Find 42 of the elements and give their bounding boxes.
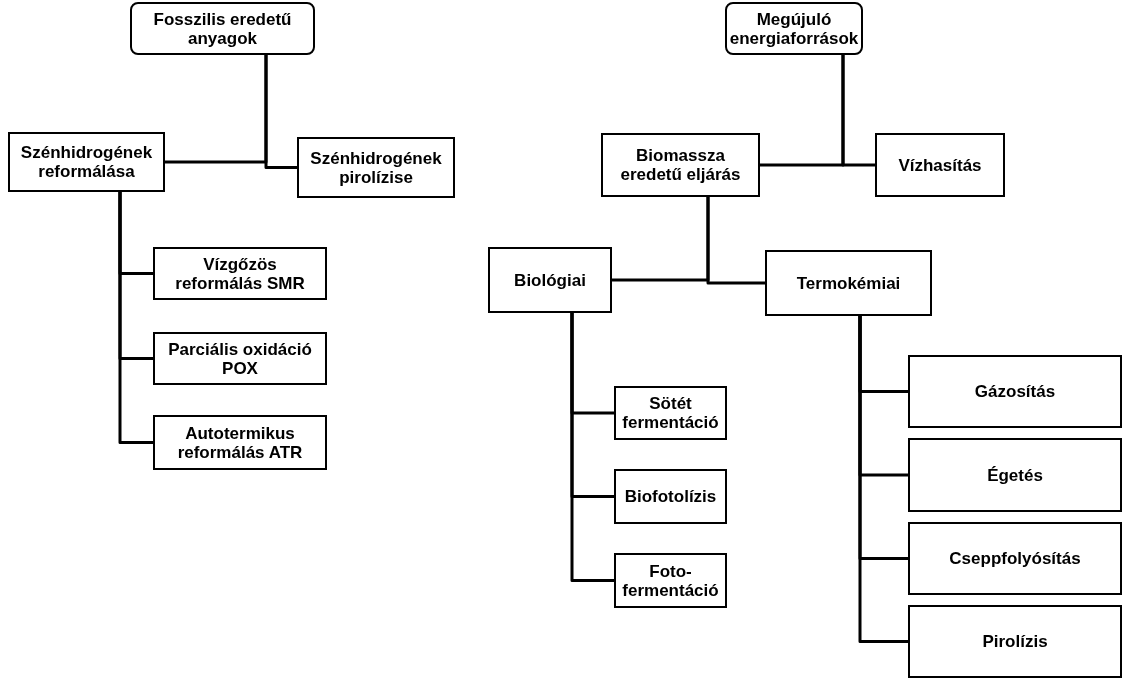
node-label: Fosszilis eredetű anyagok (152, 9, 293, 48)
node-label: Égetés (986, 465, 1044, 485)
process-box (153, 332, 327, 385)
node-label: Pirolízis (981, 632, 1049, 651)
node-label: Biofotolízis (623, 487, 718, 506)
process-box (908, 438, 1122, 512)
node-label: Vízgőzös reformálás SMR (174, 254, 306, 293)
process-box (297, 137, 455, 198)
process-box (908, 605, 1122, 678)
node-label: Biomassza eredetű eljárás (619, 146, 742, 184)
process-box (153, 247, 327, 300)
process-box (614, 386, 727, 440)
node-label: Megújuló energiaforrások (728, 9, 860, 48)
node-label: Termokémiai (795, 273, 902, 293)
node-label: Autotermikus reformálás ATR (176, 423, 304, 462)
process-box (725, 2, 863, 55)
connector-line (118, 192, 153, 444)
process-box (153, 415, 327, 470)
process-box (765, 250, 932, 316)
process-box (601, 133, 760, 197)
connector-line (706, 197, 765, 285)
node-label: Foto- fermentáció (621, 561, 720, 600)
connector-line (264, 55, 297, 169)
node-label: Vízhasítás (897, 155, 983, 175)
process-box (875, 133, 1005, 197)
connector-line (858, 316, 908, 643)
node-label: Szénhidrogének reformálása (19, 143, 154, 181)
process-box (614, 469, 727, 524)
process-box (614, 553, 727, 608)
process-box (908, 522, 1122, 595)
process-box (488, 247, 612, 313)
node-label: Sötét fermentáció (621, 394, 720, 432)
process-box (8, 132, 165, 192)
process-box (908, 355, 1122, 428)
connector-line (841, 55, 875, 167)
node-label: Biológiai (513, 270, 587, 290)
node-label: Gázosítás (973, 382, 1057, 401)
node-label: Parciális oxidáció POX (167, 339, 313, 378)
process-box (130, 2, 315, 55)
node-label: Cseppfolyósítás (948, 549, 1082, 568)
node-label: Szénhidrogének pirolízise (309, 148, 443, 187)
connector-line (570, 313, 614, 582)
